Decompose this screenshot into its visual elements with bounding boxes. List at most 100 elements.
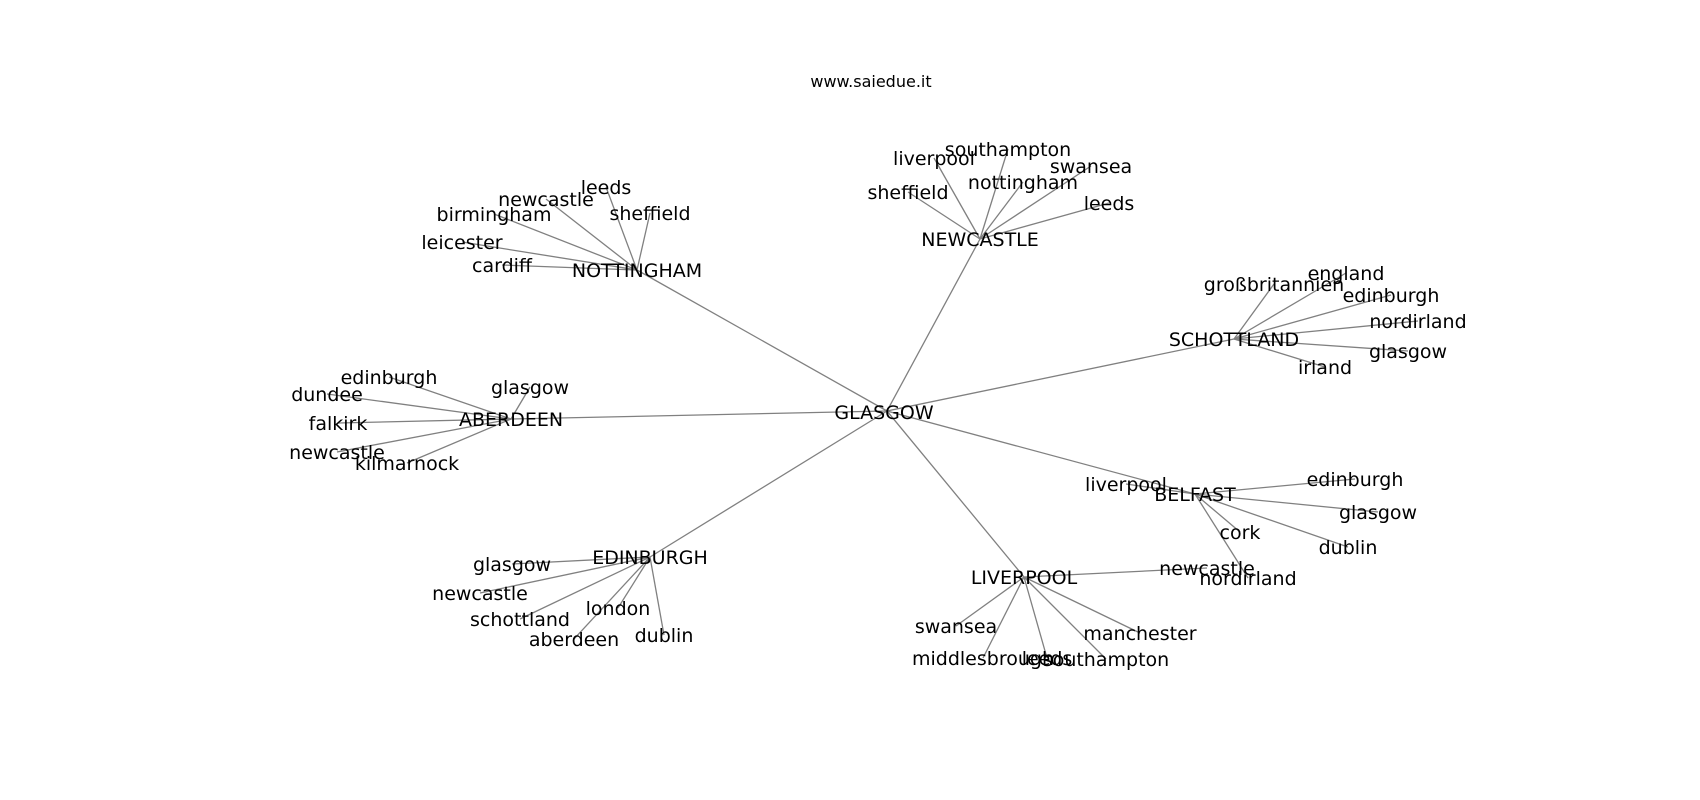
edge-liverpool-southampton [1023,576,1107,660]
edge-schottland-großbritannien [1233,283,1275,340]
leaf-node-edinburgh-dublin: dublin [635,625,694,647]
leaf-node-liverpool-middlesbrough: middlesbrough [912,648,1054,670]
edge-glasgow-liverpool [886,410,1025,578]
edge-aberdeen-edinburgh [388,376,512,420]
leaf-node-newcastle-leeds: leeds [1084,193,1135,215]
edge-schottland-irland [1233,338,1326,368]
edge-edinburgh-dublin [649,556,665,636]
edge-edinburgh-london [617,556,651,609]
leaf-node-aberdeen-glasgow: glasgow [491,377,569,399]
hub-node-belfast: BELFAST [1154,484,1236,506]
leaf-node-schottland-england: england [1308,263,1385,285]
leaf-node-liverpool-newcastle: newcastle [1159,558,1255,580]
edge-belfast-cork [1194,493,1241,533]
edge-belfast-edinburgh [1194,478,1356,495]
leaf-node-nottingham-leicester: leicester [421,232,502,254]
leaf-node-edinburgh-aberdeen: aberdeen [529,629,619,651]
hub-node-liverpool: LIVERPOOL [971,567,1078,589]
leaf-node-aberdeen-dundee: dundee [291,384,363,406]
leaf-node-belfast-dublin: dublin [1319,537,1378,559]
edge-edinburgh-schottland [519,556,651,620]
leaf-node-liverpool-leeds: leeds [1022,648,1073,670]
edge-edinburgh-glasgow [511,556,651,565]
edge-glasgow-nottingham [636,269,888,412]
leaf-node-nottingham-newcastle: newcastle [498,189,594,211]
edge-belfast-liverpool [1125,483,1196,495]
leaf-node-edinburgh-glasgow: glasgow [473,554,551,576]
leaf-node-newcastle-swansea: swansea [1050,156,1132,178]
leaf-node-schottland-edinburgh: edinburgh [1343,285,1440,307]
leaf-node-aberdeen-kilmarnock: kilmarnock [355,453,459,475]
leaf-node-schottland-glasgow: glasgow [1369,341,1447,363]
leaf-node-newcastle-southampton: southampton [945,139,1071,161]
edge-liverpool-middlesbrough [982,576,1025,659]
hub-node-edinburgh: EDINBURGH [592,547,708,569]
edge-nottingham-leicester [461,241,638,271]
edge-newcastle-swansea [979,165,1092,240]
leaf-node-liverpool-manchester: manchester [1083,623,1196,645]
edge-glasgow-newcastle [886,238,981,412]
edge-aberdeen-newcastle [336,418,512,453]
leaf-node-nottingham-birmingham: birmingham [437,204,552,226]
edge-aberdeen-dundee [326,393,512,420]
leaf-node-edinburgh-schottland: schottland [470,609,570,631]
leaf-node-belfast-cork: cork [1220,522,1261,544]
edge-schottland-edinburgh [1233,294,1392,340]
edge-glasgow-schottland [886,338,1235,412]
leaf-node-schottland-großbritannien: großbritannien [1204,274,1344,296]
leaf-node-belfast-liverpool: liverpool [1085,474,1167,496]
leaf-node-edinburgh-newcastle: newcastle [432,583,528,605]
hub-node-schottland: SCHOTTLAND [1169,329,1299,351]
edge-liverpool-leeds [1023,576,1048,659]
hub-node-newcastle: NEWCASTLE [921,229,1039,251]
leaf-node-newcastle-nottingham: nottingham [968,172,1078,194]
leaf-node-nottingham-cardiff: cardiff [472,255,533,277]
leaf-node-nottingham-sheffield: sheffield [609,203,690,225]
edge-schottland-england [1233,272,1347,340]
leaf-node-newcastle-liverpool: liverpool [893,148,975,170]
edge-newcastle-nottingham [979,181,1024,240]
edge-belfast-nordirland [1194,493,1249,579]
edge-schottland-glasgow [1233,338,1409,352]
leaf-node-liverpool-swansea: swansea [915,616,997,638]
edge-liverpool-manchester [1023,576,1141,634]
leaf-node-aberdeen-edinburgh: edinburgh [341,367,438,389]
edge-nottingham-sheffield [636,212,651,271]
leaf-node-aberdeen-newcastle: newcastle [289,442,385,464]
edge-nottingham-newcastle [545,198,638,271]
edge-newcastle-leeds [979,202,1110,240]
node-labels: GLASGOW NOTTINGHAMleedsnewcastlesheffiel… [289,139,1467,671]
edge-edinburgh-aberdeen [573,556,651,640]
edge-liverpool-newcastle [1023,567,1208,578]
edges [326,148,1419,660]
leaf-node-belfast-nordirland: nordirland [1199,568,1296,590]
leaf-node-belfast-glasgow: glasgow [1339,502,1417,524]
leaf-node-schottland-irland: irland [1298,357,1352,379]
edge-belfast-glasgow [1194,493,1379,513]
hub-node-nottingham: NOTTINGHAM [572,260,702,282]
edge-nottingham-birmingham [493,213,638,271]
edge-newcastle-liverpool [933,157,981,240]
leaf-node-schottland-nordirland: nordirland [1369,311,1466,333]
edge-newcastle-southampton [979,148,1009,240]
edge-glasgow-belfast [886,410,1196,495]
edge-aberdeen-falkirk [337,418,512,424]
edge-newcastle-sheffield [907,191,981,240]
site-watermark: www.saiedue.it [810,72,931,91]
edge-glasgow-edinburgh [649,410,888,558]
leaf-node-aberdeen-falkirk: falkirk [309,413,368,435]
leaf-node-newcastle-sheffield: sheffield [867,182,948,204]
edge-nottingham-cardiff [501,264,638,271]
edge-aberdeen-kilmarnock [406,418,512,464]
hub-node-aberdeen: ABERDEEN [459,409,563,431]
leaf-node-nottingham-leeds: leeds [581,177,632,199]
edge-nottingham-leeds [605,186,638,271]
center-node-glasgow: GLASGOW [834,402,933,424]
leaf-node-edinburgh-london: london [586,598,651,620]
edge-belfast-dublin [1194,493,1349,548]
edge-aberdeen-glasgow [510,386,531,420]
leaf-node-belfast-edinburgh: edinburgh [1307,469,1404,491]
edge-glasgow-aberdeen [510,410,888,420]
edge-liverpool-swansea [955,576,1025,627]
